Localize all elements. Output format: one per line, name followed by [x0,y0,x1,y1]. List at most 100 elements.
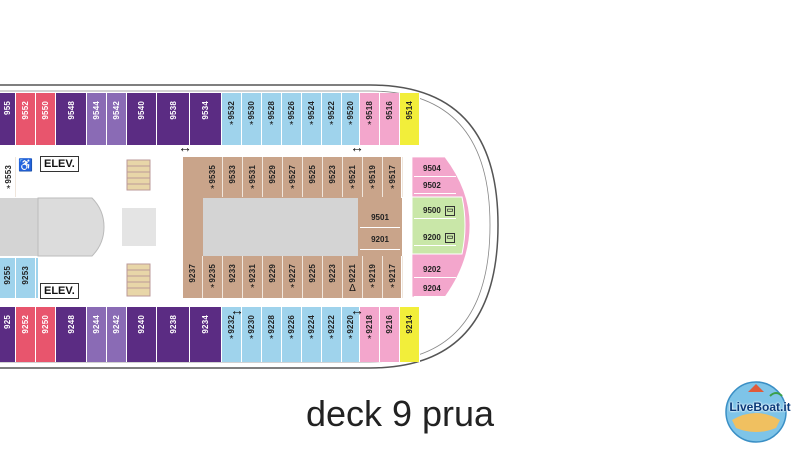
hull-outline [0,84,499,369]
star-icon: * [367,119,372,131]
cabin-9527: 9527* [283,157,303,197]
cabin-9532: 9532* [222,93,242,145]
passage-arrow-icon: ↔ [178,139,192,155]
cabin-number: 9518 [365,101,374,120]
cabin-9255: 9255 [0,258,16,298]
star-icon: * [390,282,395,294]
star-icon: * [249,333,254,345]
cabin-9224: 9224* [302,307,322,362]
cabin-9200: 9200▭ [414,230,456,246]
cabin-number: 9533 [228,165,237,184]
cabin-number: 9522 [327,101,336,120]
cabin-number: 9516 [385,101,394,120]
star-icon: * [289,333,294,345]
cabin-9225: 9225 [303,256,323,298]
cabin-number: 9218 [365,315,374,334]
star-icon: * [329,119,334,131]
cabin-9227: 9227* [283,256,303,298]
cabin-number: 9530 [247,101,256,120]
elevator-label-bottom: ELEV. [40,283,79,299]
star-icon: * [229,333,234,345]
cabin-number: 9244 [92,315,101,334]
cabin-9229: 9229 [263,256,283,298]
logo-text: LiveBoat.it [729,400,791,414]
star-icon: * [370,183,375,195]
cabin-number: 9231 [248,264,257,283]
cabin-9204: 9204 [414,281,456,297]
elevator-label-top: ELEV. [40,156,79,172]
cabin-number: 9520 [346,101,355,120]
stairs-top [126,159,151,191]
cabin-9244: 9244 [87,307,107,362]
cabin-number: 9534 [201,101,210,120]
sofa-icon: ▭ [444,232,456,243]
star-icon: * [370,282,375,294]
cabin-number: 925 [3,315,12,329]
cabin-9216: 9216 [380,307,400,362]
star-icon: * [390,183,395,195]
cabin-9238: 9238 [157,307,190,362]
cabin-9535: 9535* [203,157,223,197]
cabin-number: 9544 [92,101,101,120]
cabin-9530: 9530* [242,93,262,145]
cabin-number: 9238 [168,315,178,334]
cabin-9504: 9504 [414,161,456,177]
cabin-number: 9526 [287,101,296,120]
cabin-number: 9552 [21,101,30,120]
cabin-9501: 9501 [360,208,400,228]
cabin-number: 9514 [405,101,414,120]
cabin-9525: 9525 [303,157,323,197]
cabin-9253: 9253 [16,258,36,298]
cabin-9232: 9232* [222,307,242,362]
cabin-9553: 9553* [2,157,16,197]
cabin-number: 9224 [307,315,316,334]
liveboat-logo [725,381,787,443]
cabin-9534: 9534 [190,93,222,145]
cabin-number: 9221 [348,264,357,283]
star-icon: * [289,119,294,131]
cabin-9223: 9223 [323,256,343,298]
cabin-number: 9531 [248,165,257,184]
deck-caption: deck 9 prua [305,393,495,434]
cabin-number: 9548 [66,101,76,120]
cabin-number: 9550 [41,101,50,120]
cabin-9252: 9252 [16,307,36,362]
star-icon: * [229,119,234,131]
cabin-number: 9240 [137,315,146,334]
cabin-number: 955 [3,101,12,115]
cabin-9531: 9531* [243,157,263,197]
cabin-9542: 9542 [107,93,127,145]
cabin-number: 9519 [368,165,377,184]
atrium-inner [122,208,156,246]
cabin-9519: 9519* [363,157,383,197]
cabin-9528: 9528* [262,93,282,145]
cabin-9240: 9240 [127,307,157,362]
cabin-9220: 9220* [342,307,360,362]
star-icon: * [290,282,295,294]
cabin-number: 9204 [423,284,441,293]
cabin-number: 9235 [208,264,217,283]
star-icon: * [249,119,254,131]
cabin-number: 9525 [308,165,317,184]
cabin-number: 9540 [137,101,146,120]
cabin-number: 9223 [328,264,337,283]
star-icon: * [350,183,355,195]
cabin-9516: 9516 [380,93,400,145]
star-icon: * [348,333,353,345]
cabin-number: 9521 [348,165,357,184]
cabin-number: 9202 [423,265,441,274]
cabin-number: 9500 [423,206,441,215]
cabin-9237: 9237 [183,256,203,298]
cabin-9502: 9502 [414,178,456,194]
cabin-edge-bottom: 925 [0,307,16,362]
cabin-number: 9226 [287,315,296,334]
cabin-number: 9255 [3,266,12,285]
cabin-9214: 9214 [400,307,420,362]
cabin-9235: 9235* [203,256,223,298]
cabin-9552: 9552 [16,93,36,145]
cabin-number: 9233 [228,264,237,283]
star-icon: * [210,282,215,294]
cabin-9517: 9517* [383,157,403,197]
cabin-9529: 9529 [263,157,283,197]
